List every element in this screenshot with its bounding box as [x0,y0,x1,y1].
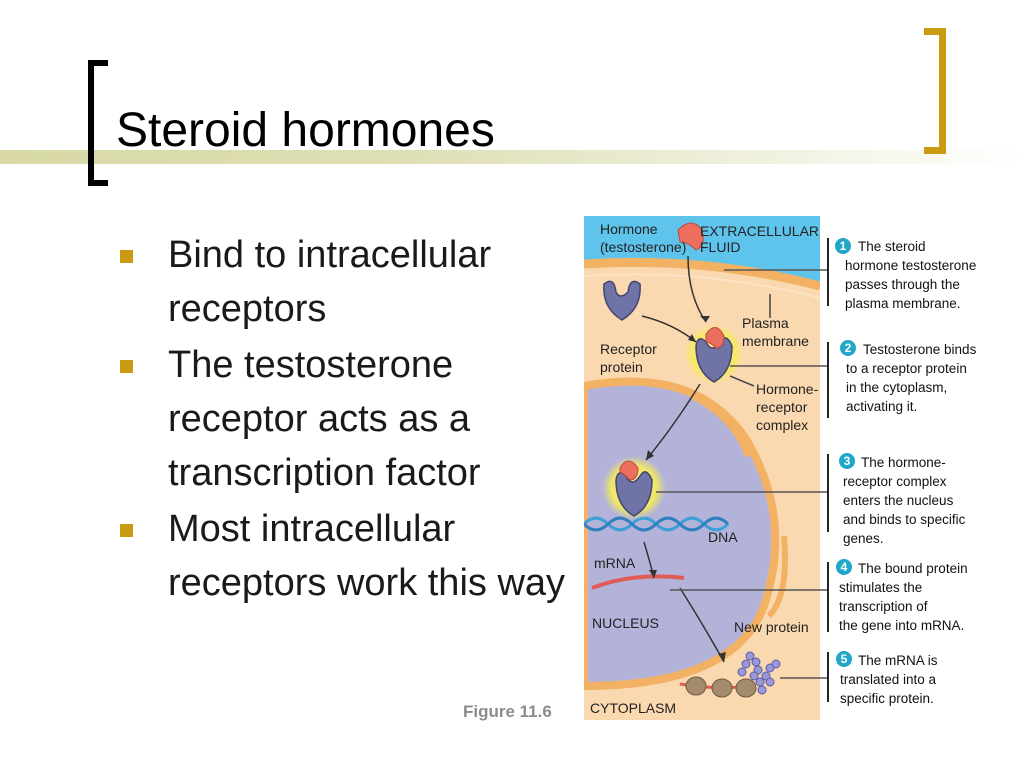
step-number: 2 [845,341,852,355]
hormone-label: (testosterone) [600,239,686,255]
step-number-badge [836,559,852,575]
label-leaders [729,294,771,387]
slide-title: Steroid hormones [116,104,495,157]
step-connectors [656,269,828,679]
step-number-badge [836,651,852,667]
plasma-membrane [584,257,820,291]
dna-strand [584,516,730,532]
bullet-text: The testosterone receptor acts as a tran… [168,344,481,494]
step-text: stimulates the [839,580,922,595]
bullet-square-icon [120,524,133,537]
step-text: genes. [843,531,884,546]
extracellular-label: EXTRACELLULAR [700,223,819,239]
step-4: 4 The bound protein stimulates the trans… [836,559,968,633]
step-text: in the cytoplasm, [846,380,947,395]
step-text: Testosterone binds [863,342,977,357]
step-text: activating it. [846,399,917,414]
bullet-text: Bind to intracellular receptors [168,234,492,330]
extracellular-area [584,216,820,286]
step-1: 1 The steroid hormone testosterone passe… [835,238,976,311]
step-text: and binds to specific [843,512,966,527]
cell-panel: Hormone (testosterone) EXTRACELLULAR FLU… [584,216,820,720]
bullet-text: Most intracellular receptors work this w… [168,508,566,604]
new-protein-label: New protein [734,619,809,635]
step-text: plasma membrane. [845,296,961,311]
nuclear-envelope-segment [692,392,753,458]
step-text: translated into a [840,672,937,687]
bullet-item: The testosterone receptor acts as a tran… [118,338,578,500]
step-text: The bound protein [858,561,968,576]
step-text: enters the nucleus [843,493,954,508]
step-5: 5 The mRNA is translated into a specific… [836,651,938,706]
dna-label: DNA [708,529,738,545]
membrane-inner-line [584,273,820,299]
step-number-badge [840,340,856,356]
step-text: The mRNA is [858,653,938,668]
bullet-list: Bind to intracellular receptors The test… [118,228,578,612]
receptor-protein-label: Receptor [600,341,657,357]
step-number-badge [839,453,855,469]
step-text: receptor complex [843,474,947,489]
step-text: transcription of [839,599,928,614]
complex-label: complex [756,417,808,433]
step-text: passes through the [845,277,960,292]
step-3: 3 The hormone- receptor complex enters t… [839,453,966,546]
arrowheads [646,316,726,662]
bullet-square-icon [120,360,133,373]
receptor-protein-icon [603,280,641,321]
left-title-bracket [88,60,108,186]
nucleus-label: NUCLEUS [592,615,659,631]
hormone-label: Hormone [600,221,658,237]
complex-label: Hormone- [756,381,819,397]
extracellular-label: FLUID [700,239,740,255]
step-text: hormone testosterone [845,258,976,273]
step-number: 3 [844,454,851,468]
plasma-membrane-label: Plasma [742,315,789,331]
bullet-item: Bind to intracellular receptors [118,228,578,336]
bullet-square-icon [120,250,133,263]
step-2: 2 Testosterone binds to a receptor prote… [840,340,977,414]
step-text: specific protein. [840,691,934,706]
step-number: 5 [841,652,848,666]
ribosome-icon [685,676,757,698]
hormone-icon [677,222,704,251]
plasma-membrane-label: membrane [742,333,809,349]
new-protein-chain-icon [737,651,781,695]
step-text: the gene into mRNA. [839,618,964,633]
steroid-hormone-diagram: Hormone (testosterone) EXTRACELLULAR FLU… [584,216,977,720]
figure-caption: Figure 11.6 [463,702,552,721]
mrna-strand [591,574,685,590]
step-text: The steroid [858,239,926,254]
hormone-receptor-complex-icon [695,327,733,383]
mrna-label: mRNA [594,555,636,571]
step-number-badge [835,238,851,254]
cytoplasm-label: CYTOPLASM [590,700,676,716]
bullet-item: Most intracellular receptors work this w… [118,502,578,610]
bound-complex-icon [615,460,653,517]
step-text: The hormone- [861,455,946,470]
complex-label: receptor [756,399,808,415]
nuclear-envelope-segment [766,535,788,619]
right-title-bracket [924,28,946,154]
step-text: to a receptor protein [846,361,967,376]
step-number: 4 [841,560,848,574]
title-accent-band [0,150,1024,164]
receptor-protein-label: protein [600,359,643,375]
step-number: 1 [840,239,847,253]
